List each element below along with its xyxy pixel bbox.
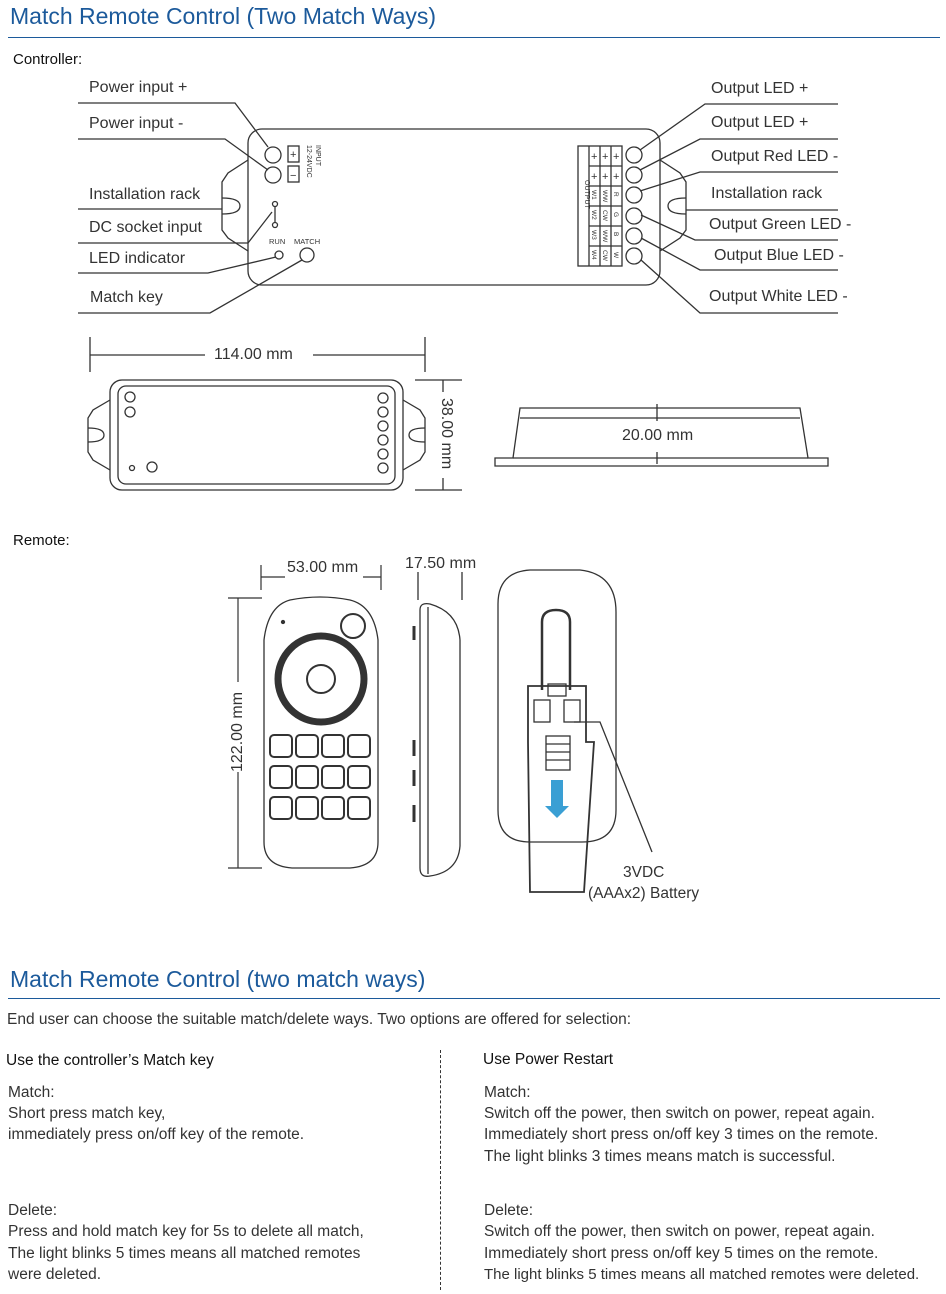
battery-voltage: 3VDC (623, 864, 665, 881)
column-divider (440, 1050, 441, 1290)
dim-remote-depth: 17.50 mm (405, 555, 477, 572)
power-minus-terminal (264, 166, 282, 184)
svg-text:W3: W3 (590, 230, 597, 240)
dim-remote-width: 53.00 mm (287, 559, 359, 576)
right-match-line: The light blinks 3 times means match is … (484, 1148, 836, 1165)
callout-output-blue: Output Blue LED - (714, 247, 844, 264)
svg-text:CW: CW (601, 210, 608, 222)
callout-power-input-minus: Power input - (89, 115, 184, 132)
svg-text:R: R (612, 192, 619, 197)
label-voltage: 12-24VDC (305, 145, 312, 178)
page-title: Match Remote Control (Two Match Ways) (10, 3, 437, 29)
left-rack (221, 159, 249, 252)
svg-text:+: + (613, 171, 619, 183)
run-led (274, 250, 284, 260)
svg-text:+: + (613, 151, 619, 163)
svg-text:WW: WW (601, 230, 608, 243)
svg-text:WW: WW (601, 190, 608, 203)
remote-diagram (228, 565, 653, 893)
left-match-line: immediately press on/off key of the remo… (8, 1126, 305, 1143)
svg-text:W4: W4 (590, 250, 597, 260)
svg-text:B: B (612, 232, 619, 236)
callout-output-green: Output Green LED - (709, 216, 852, 233)
svg-text:G: G (612, 212, 619, 217)
controller-diagram: + − INPUT 12-24VDC OUTPUT RUN MATCH +++ … (78, 102, 838, 491)
label-input: INPUT (314, 145, 321, 167)
controller-side-view (494, 407, 829, 467)
remote-side (419, 602, 461, 877)
svg-text:+: + (602, 151, 608, 163)
dim-controller-depth: 20.00 mm (622, 427, 694, 444)
svg-text:+: + (591, 171, 597, 183)
left-delete-title: Delete: (8, 1202, 58, 1219)
remote-back (497, 569, 617, 843)
remote-front (263, 596, 379, 869)
right-rack (659, 159, 687, 252)
right-delete-line: The light blinks 5 times means all match… (484, 1266, 920, 1283)
callout-output-red: Output Red LED - (711, 148, 839, 165)
left-column-heading: Use the controller’s Match key (6, 1052, 214, 1069)
callout-dc-socket: DC socket input (89, 219, 202, 236)
svg-text:CW: CW (601, 250, 608, 262)
label-minus: − (290, 170, 296, 182)
callout-led-indicator: LED indicator (89, 250, 186, 267)
callout-installation-rack-right: Installation rack (711, 185, 823, 202)
dim-controller-width: 114.00 mm (214, 346, 293, 363)
battery-arrow (551, 780, 563, 808)
right-column-heading: Use Power Restart (483, 1051, 614, 1068)
left-match-line: Short press match key, (8, 1105, 166, 1122)
controller-body (247, 128, 661, 286)
section2-rule (8, 998, 940, 999)
right-delete-line: Switch off the power, then switch on pow… (484, 1223, 875, 1240)
left-delete-line: The light blinks 5 times means all match… (8, 1245, 361, 1262)
callout-output-led-plus-2: Output LED + (711, 114, 809, 131)
svg-text:+: + (591, 151, 597, 163)
svg-text:W1: W1 (590, 190, 597, 200)
callout-power-input-plus: Power input + (89, 79, 188, 96)
battery-holder (527, 685, 595, 893)
match-key (299, 247, 315, 263)
callout-output-white: Output White LED - (709, 288, 848, 305)
remote-wheel (274, 632, 368, 726)
left-delete-line: Press and hold match key for 5s to delet… (8, 1223, 364, 1240)
callout-match-key: Match key (90, 289, 163, 306)
label-plus: + (290, 149, 296, 161)
section2-title: Match Remote Control (two match ways) (10, 966, 426, 992)
right-match-line: Switch off the power, then switch on pow… (484, 1105, 875, 1122)
remote-heading: Remote: (13, 532, 70, 549)
callout-output-led-plus-1: Output LED + (711, 80, 809, 97)
remote-power-button (340, 613, 366, 639)
title-rule (8, 37, 940, 38)
svg-text:W: W (612, 252, 619, 259)
section2-intro: End user can choose the suitable match/d… (7, 1011, 632, 1028)
right-match-line: Immediately short press on/off key 3 tim… (484, 1126, 879, 1143)
battery-type: (AAAx2) Battery (588, 885, 700, 902)
controller-heading: Controller: (13, 51, 83, 68)
right-match-title: Match: (484, 1084, 531, 1101)
label-match: MATCH (294, 237, 320, 246)
controller-top-view (109, 379, 404, 491)
left-delete-line: were deleted. (8, 1266, 102, 1283)
label-output: OUTPUT (583, 180, 590, 210)
power-plus-terminal (264, 146, 282, 164)
callout-installation-rack-left: Installation rack (89, 186, 201, 203)
label-run: RUN (269, 237, 285, 246)
svg-text:W2: W2 (590, 210, 597, 220)
right-delete-line: Immediately short press on/off key 5 tim… (484, 1245, 879, 1262)
svg-text:+: + (602, 171, 608, 183)
left-match-title: Match: (8, 1084, 55, 1101)
dim-remote-height: 122.00 mm (229, 691, 246, 772)
right-delete-title: Delete: (484, 1202, 534, 1219)
